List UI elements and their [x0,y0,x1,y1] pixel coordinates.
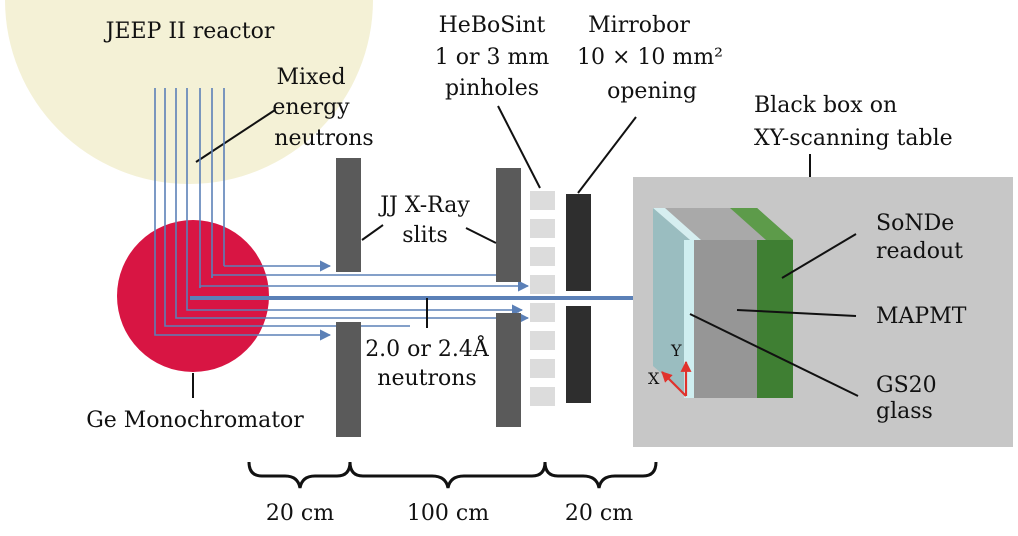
mixed-neutrons-label-line1: Mixed [276,65,345,90]
gs20-leader [689,313,859,397]
gs20-glass-side [653,208,690,398]
sonde-readout-top [727,208,793,240]
gs20-glass-edge [684,240,694,398]
mirrobor-leader [577,116,637,194]
diffracted-beams [154,260,530,341]
mirrobor-label-line3: opening [607,79,697,104]
mixed-neutrons-leader [195,109,276,163]
mixed-neutrons-label-line2: energy [272,95,350,120]
hebosint-leader [497,105,541,189]
distance-label-1: 20 cm [266,501,334,526]
mapmt-leader [736,309,857,317]
jj-slit-lower-2 [496,313,521,427]
mapmt-face [694,240,757,398]
sonde-label-line1: SoNDe [876,211,954,236]
slits-label-line2: slits [402,223,448,248]
mapmt-label: MAPMT [876,304,967,329]
distance-label-3: 20 cm [565,501,633,526]
jj-slit-lower [336,322,361,437]
incident-beams [154,88,225,325]
hebosint-label-line2: 1 or 3 mm [435,45,550,70]
hebosint-blocks [530,191,555,406]
slits-leader-left [361,224,384,241]
distance-braces [247,461,658,489]
mixed-neutrons-label-line3: neutrons [274,126,373,151]
axis-y-label: Y [670,341,682,360]
hebosint-label-line3: pinholes [445,76,539,101]
mono-neutrons-label-line2: neutrons [377,366,476,391]
jj-slit-upper-2 [496,168,521,282]
mono-neutrons-label-line1: 2.0 or 2.4Å [365,334,490,362]
mapmt-top [660,208,766,240]
blackbox-label-line2: XY-scanning table [754,126,953,151]
sonde-label-line2: readout [876,239,963,264]
distance-label-2: 100 cm [407,501,489,526]
mirrobor-label-line2: 10 × 10 mm² [577,45,723,70]
gs20-glass-top [653,208,701,240]
reactor-label: JEEP II reactor [104,19,275,44]
mirrobor-upper [566,194,591,291]
axis-x-label: X [648,369,660,388]
axis-x-arrow [661,371,687,397]
gs20-label-line1: GS20 [876,373,937,398]
reactor-shape [5,0,373,184]
jj-slit-upper [336,158,361,272]
hebosint-label-line1: HeBoSint [439,13,546,38]
slits-label-line1: JJ X-Ray [378,193,470,218]
blackbox-label-line1: Black box on [754,93,897,118]
mirrobor-lower [566,306,591,403]
sonde-readout-face [757,240,793,398]
gs20-label-line2: glass [876,399,933,424]
slits-leader-right [465,227,497,244]
mirrobor-label-line1: Mirrobor [588,13,690,38]
sonde-leader [781,233,857,279]
monochromator-label: Ge Monochromator [86,408,304,433]
